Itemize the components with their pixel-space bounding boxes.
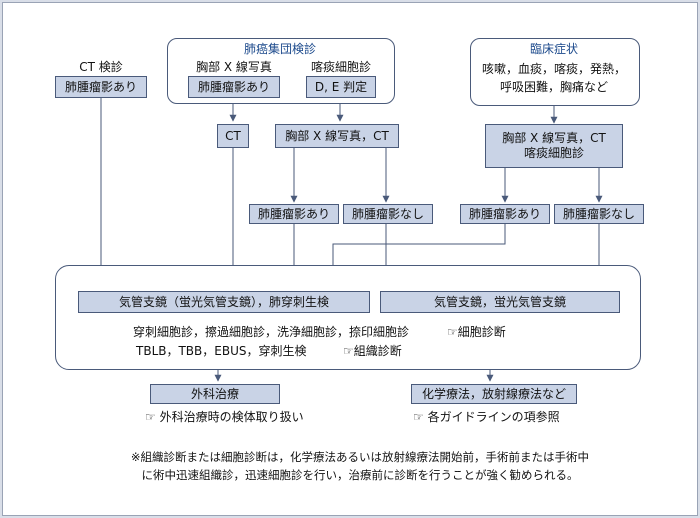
left-finding-present-box: 肺腫瘤影あり: [249, 204, 339, 224]
cytology-methods: 穿刺細胞診，擦過細胞診，洗浄細胞診，捺印細胞診: [133, 325, 410, 339]
xray-ct-sputum-line2: 喀痰細胞診: [523, 146, 584, 160]
footnote-line2: に術中迅速組織診，迅速細胞診を行い，治療前に診断を行うことが強く勧められる。: [141, 467, 579, 482]
right-finding-absent-box: 肺腫瘤影なし: [554, 204, 644, 224]
mass-screening-xray-finding-box: 肺腫瘤影あり: [188, 76, 280, 98]
ct-exam-finding-box: 肺腫瘤影あり: [55, 76, 147, 98]
ct-box: CT: [217, 124, 249, 148]
bronchoscopy-needle-box: 気管支鏡（蛍光気管支鏡），肺穿刺生検: [78, 291, 370, 313]
surgery-note: ☞ 外科治療時の検体取り扱い: [145, 410, 304, 424]
mass-screening-xray-label: 胸部 X 線写真: [196, 60, 272, 74]
symptoms-line1: 咳嗽，血痰，喀痰，発熱，: [481, 62, 626, 76]
footnote: ※組織診断または細胞診断は，化学療法あるいは放射線療法開始前，手術前または手術中…: [80, 449, 640, 485]
histology-methods: TBLB，TBB，EBUS，穿刺生検: [136, 344, 307, 358]
diagnosis-group: [55, 265, 641, 370]
xray-ct-sputum-box: 胸部 X 線写真，CT 喀痰細胞診: [485, 124, 623, 168]
xray-ct-box: 胸部 X 線写真，CT: [275, 124, 399, 148]
symptoms-line2: 呼吸困難，胸痛など: [499, 80, 608, 94]
surgery-box: 外科治療: [150, 384, 280, 404]
mass-screening-sputum-finding-box: D, E 判定: [306, 76, 376, 98]
symptoms-group: [470, 38, 640, 106]
right-finding-present-box: 肺腫瘤影あり: [460, 204, 550, 224]
mass-screening-sputum-label: 喀痰細胞診: [310, 60, 371, 74]
histology-reference: ☞組織診断: [343, 344, 402, 358]
xray-ct-sputum-line1: 胸部 X 線写真，CT: [502, 131, 606, 145]
chemo-box: 化学療法，放射線療法など: [411, 384, 577, 404]
ct-exam-title: CT 検診: [79, 60, 123, 74]
chemo-note: ☞ 各ガイドラインの項参照: [413, 410, 560, 424]
left-finding-absent-box: 肺腫瘤影なし: [343, 204, 433, 224]
mass-screening-title: 肺癌集団検診: [243, 42, 316, 56]
cytology-reference: ☞細胞診断: [447, 325, 506, 339]
footnote-line1: ※組織診断または細胞診断は，化学療法あるいは放射線療法開始前，手術前または手術中: [130, 450, 590, 464]
bronchoscopy-fluor-box: 気管支鏡，蛍光気管支鏡: [380, 291, 620, 313]
symptoms-title: 臨床症状: [529, 42, 578, 56]
